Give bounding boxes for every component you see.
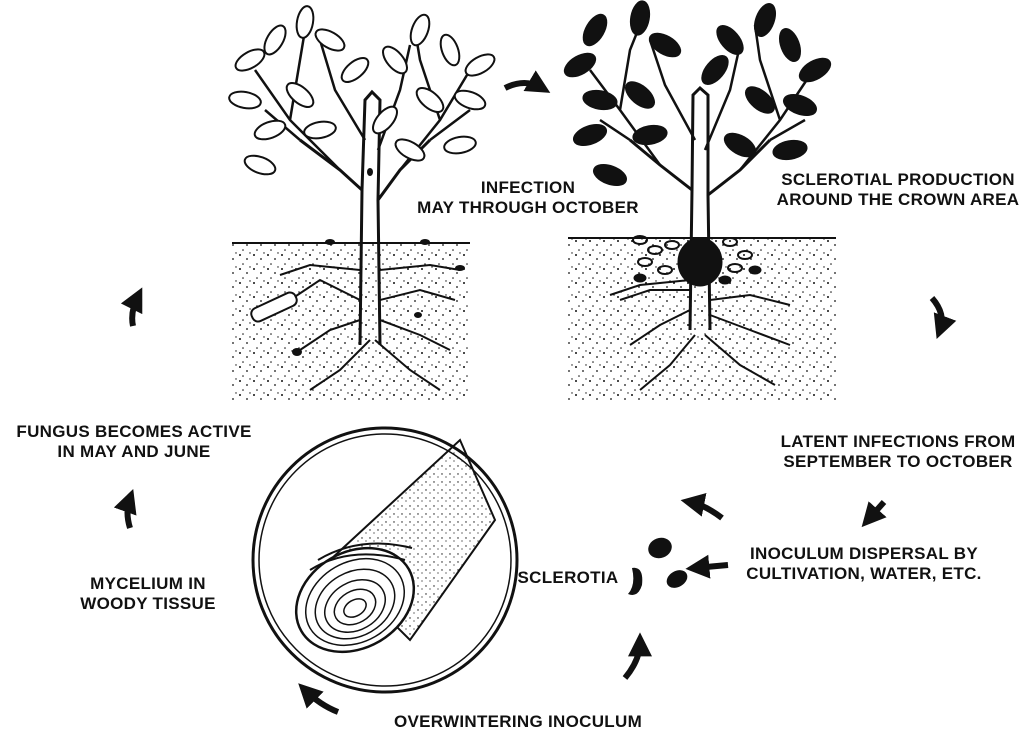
label-latent-infections: LATENT INFECTIONS FROM SEPTEMBER TO OCTO…	[770, 432, 1026, 472]
label-mycelium: MYCELIUM IN WOODY TISSUE	[68, 574, 228, 614]
arrow-latent-to-dispersal	[868, 502, 884, 520]
label-mycelium-line2: WOODY TISSUE	[68, 594, 228, 614]
label-sclerotial-production: SCLEROTIAL PRODUCTION AROUND THE CROWN A…	[770, 170, 1026, 210]
label-sclerotial-line1: SCLEROTIAL PRODUCTION	[770, 170, 1026, 190]
label-sclerotia: SCLEROTIA	[512, 568, 624, 588]
sclerotia-bodies	[628, 534, 691, 594]
label-sclerotial-line2: AROUND THE CROWN AREA	[770, 190, 1026, 210]
label-latent-line2: SEPTEMBER TO OCTOBER	[770, 452, 1026, 472]
label-infection-line1: INFECTION	[408, 178, 648, 198]
arrow-sclerotia-upward	[690, 502, 722, 518]
label-infection-line2: MAY THROUGH OCTOBER	[408, 198, 648, 218]
label-fungus-active: FUNGUS BECOMES ACTIVE IN MAY AND JUNE	[6, 422, 262, 462]
label-sclerotia-text: SCLEROTIA	[512, 568, 624, 588]
right-leaves	[561, 0, 834, 189]
label-fungus-line2: IN MAY AND JUNE	[6, 442, 262, 462]
arrow-dispersal-to-sclerotia	[695, 565, 728, 568]
arrow-left-up	[132, 296, 138, 326]
label-overwintering-text: OVERWINTERING INOCULUM	[388, 712, 648, 732]
label-latent-line1: LATENT INFECTIONS FROM	[770, 432, 1026, 452]
arrow-up-from-bottom	[625, 642, 640, 678]
label-fungus-line1: FUNGUS BECOMES ACTIVE	[6, 422, 262, 442]
arrow-mycelium-up	[128, 498, 131, 528]
label-inoculum-dispersal: INOCULUM DISPERSAL BY CULTIVATION, WATER…	[732, 544, 996, 584]
label-overwintering: OVERWINTERING INOCULUM	[388, 712, 648, 732]
arrow-bottom-left	[305, 690, 338, 712]
label-infection: INFECTION MAY THROUGH OCTOBER	[408, 178, 648, 218]
label-mycelium-line1: MYCELIUM IN	[68, 574, 228, 594]
arrow-right-down	[932, 298, 942, 330]
label-dispersal-line1: INOCULUM DISPERSAL BY	[732, 544, 996, 564]
arrow-tree-to-tree	[505, 83, 542, 88]
label-dispersal-line2: CULTIVATION, WATER, ETC.	[732, 564, 996, 584]
woody-tissue-cross-section	[253, 428, 517, 692]
